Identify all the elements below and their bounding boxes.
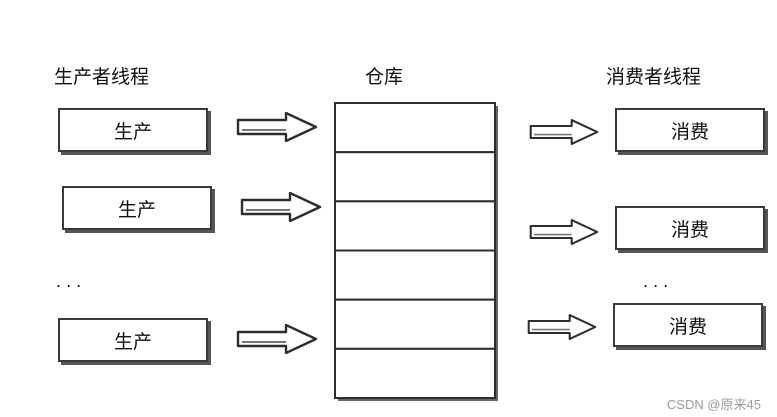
consumer-box: 消费 [615,206,765,250]
consumer-threads-title: 消费者线程 [606,66,702,88]
consumer-box: 消费 [613,303,763,347]
producer-box: 生产 [62,186,212,230]
warehouse-slot [334,249,496,301]
right-arrow-icon [529,218,599,246]
right-arrow-icon [236,324,318,354]
right-arrow-icon [240,192,322,222]
warehouse-slot [334,200,496,252]
warehouse-slot [334,347,496,400]
right-arrow-icon [236,112,318,142]
warehouse-slot [334,298,496,350]
consumer-label: 消费 [670,120,709,143]
producer-label: 生产 [117,198,156,221]
warehouse-title: 仓库 [365,66,404,88]
watermark: CSDN @原来45 [666,397,761,412]
producer-box: 生产 [58,108,208,152]
warehouse-slot [334,102,496,154]
producer-box: 生产 [58,318,208,362]
consumer-label: 消费 [670,218,709,241]
consumer-label: 消费 [668,315,707,338]
right-arrow-icon [529,118,599,146]
producer-threads-title: 生产者线程 [54,66,150,88]
producer-label: 生产 [113,120,152,143]
consumer-box: 消费 [615,108,765,152]
warehouse-stack [334,102,498,401]
warehouse-slot [334,151,496,203]
consumer-ellipsis: ... [643,272,674,291]
producer-ellipsis: ... [56,272,87,291]
producer-label: 生产 [113,330,152,353]
right-arrow-icon [527,313,597,341]
